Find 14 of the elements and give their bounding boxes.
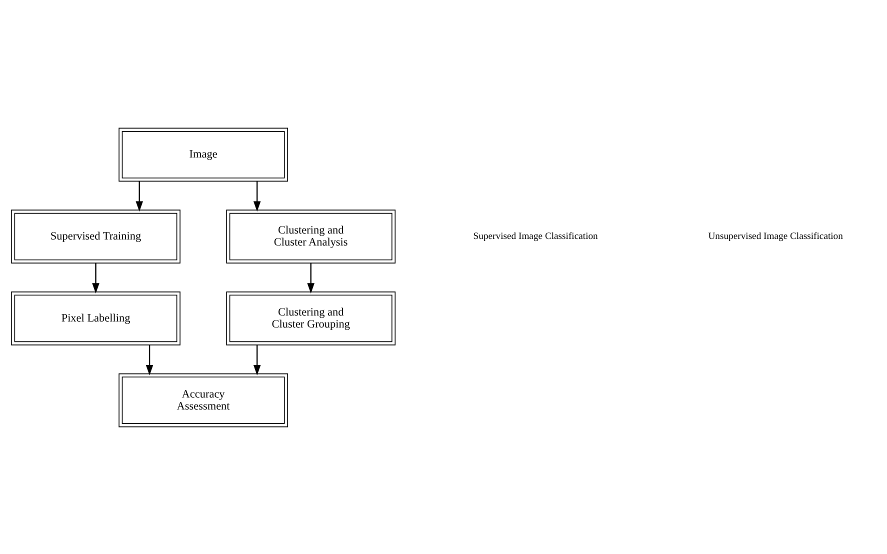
arrow — [146, 344, 154, 375]
label: Unsupervised Image Classification — [708, 230, 843, 242]
node-box: Pixel Labelling — [11, 291, 180, 345]
arrow — [307, 262, 315, 294]
node-box: Supervised Training — [11, 209, 180, 263]
node-box: Clustering and Cluster Grouping — [226, 291, 396, 345]
arrow — [253, 180, 261, 212]
arrow — [136, 180, 144, 212]
node-box: Clustering and Cluster Analysis — [226, 209, 396, 263]
node-box: Accuracy Assessment — [118, 372, 288, 427]
node-box: Image — [118, 127, 288, 182]
arrow — [92, 262, 100, 294]
label: Supervised Image Classification — [473, 230, 598, 242]
arrow — [253, 344, 261, 375]
